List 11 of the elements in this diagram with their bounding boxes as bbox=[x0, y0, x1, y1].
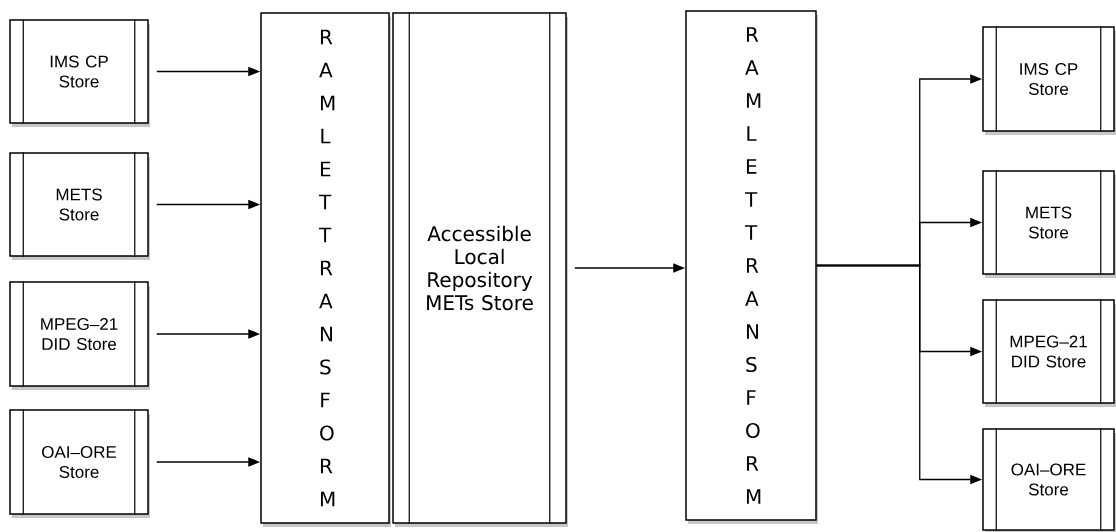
store-box: OAI–ORE Store bbox=[9, 408, 150, 518]
transform-box: RAMLET TRANSFORM bbox=[260, 12, 391, 527]
store-box: METS Store bbox=[982, 169, 1116, 278]
store-box: IMS CP Store bbox=[9, 18, 150, 127]
repository-box: Accessible Local Repository METs Store bbox=[392, 11, 568, 527]
transform-box: RAMLET TRANSFORM bbox=[685, 10, 818, 524]
store-box: OAI–ORE Store bbox=[982, 427, 1116, 532]
store-box: MPEG–21 DID Store bbox=[982, 298, 1116, 407]
store-box: IMS CP Store bbox=[982, 25, 1116, 135]
store-box: METS Store bbox=[9, 151, 150, 260]
store-box: MPEG–21 DID Store bbox=[9, 280, 150, 390]
